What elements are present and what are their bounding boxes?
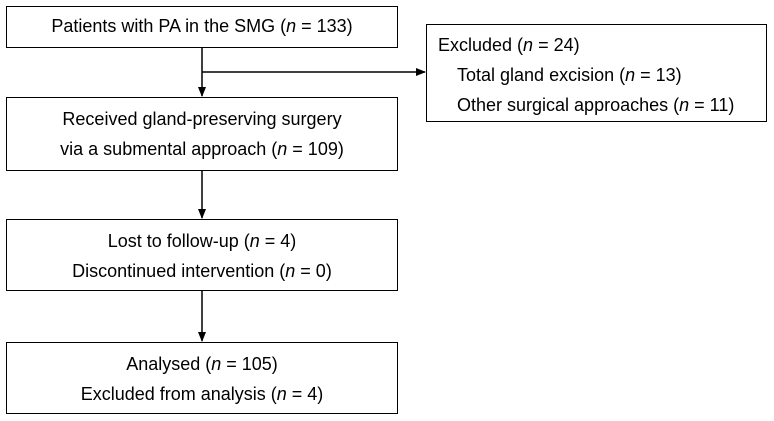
surgery-line-1: Received gland-preserving surgery (62, 109, 342, 129)
analysis-box: Analysed (n = 105) Excluded from analysi… (6, 342, 398, 414)
excluded-other-approaches: Other surgical approaches (n = 11) (457, 95, 735, 115)
surgery-line-2: via a submental approach (n = 109) (60, 139, 344, 159)
excluded-title: Excluded (n = 24) (438, 35, 580, 55)
enrolled-box: Patients with PA in the SMG (n = 133) (6, 6, 398, 48)
followup-lost: Lost to follow-up (n = 4) (107, 231, 297, 251)
excluded-total-gland-excision: Total gland excision (n = 13) (457, 65, 682, 85)
analysis-analysed: Analysed (n = 105) (126, 354, 278, 374)
analysis-excluded: Excluded from analysis (n = 4) (80, 384, 324, 404)
excluded-box: Excluded (n = 24) Total gland excision (… (426, 24, 767, 122)
followup-box: Lost to follow-up (n = 4) Discontinued i… (6, 219, 398, 291)
followup-discontinued: Discontinued intervention (n = 0) (72, 261, 332, 281)
surgery-box: Received gland-preserving surgery via a … (6, 97, 398, 171)
enrolled-text: Patients with PA in the SMG (n = 133) (51, 16, 353, 36)
